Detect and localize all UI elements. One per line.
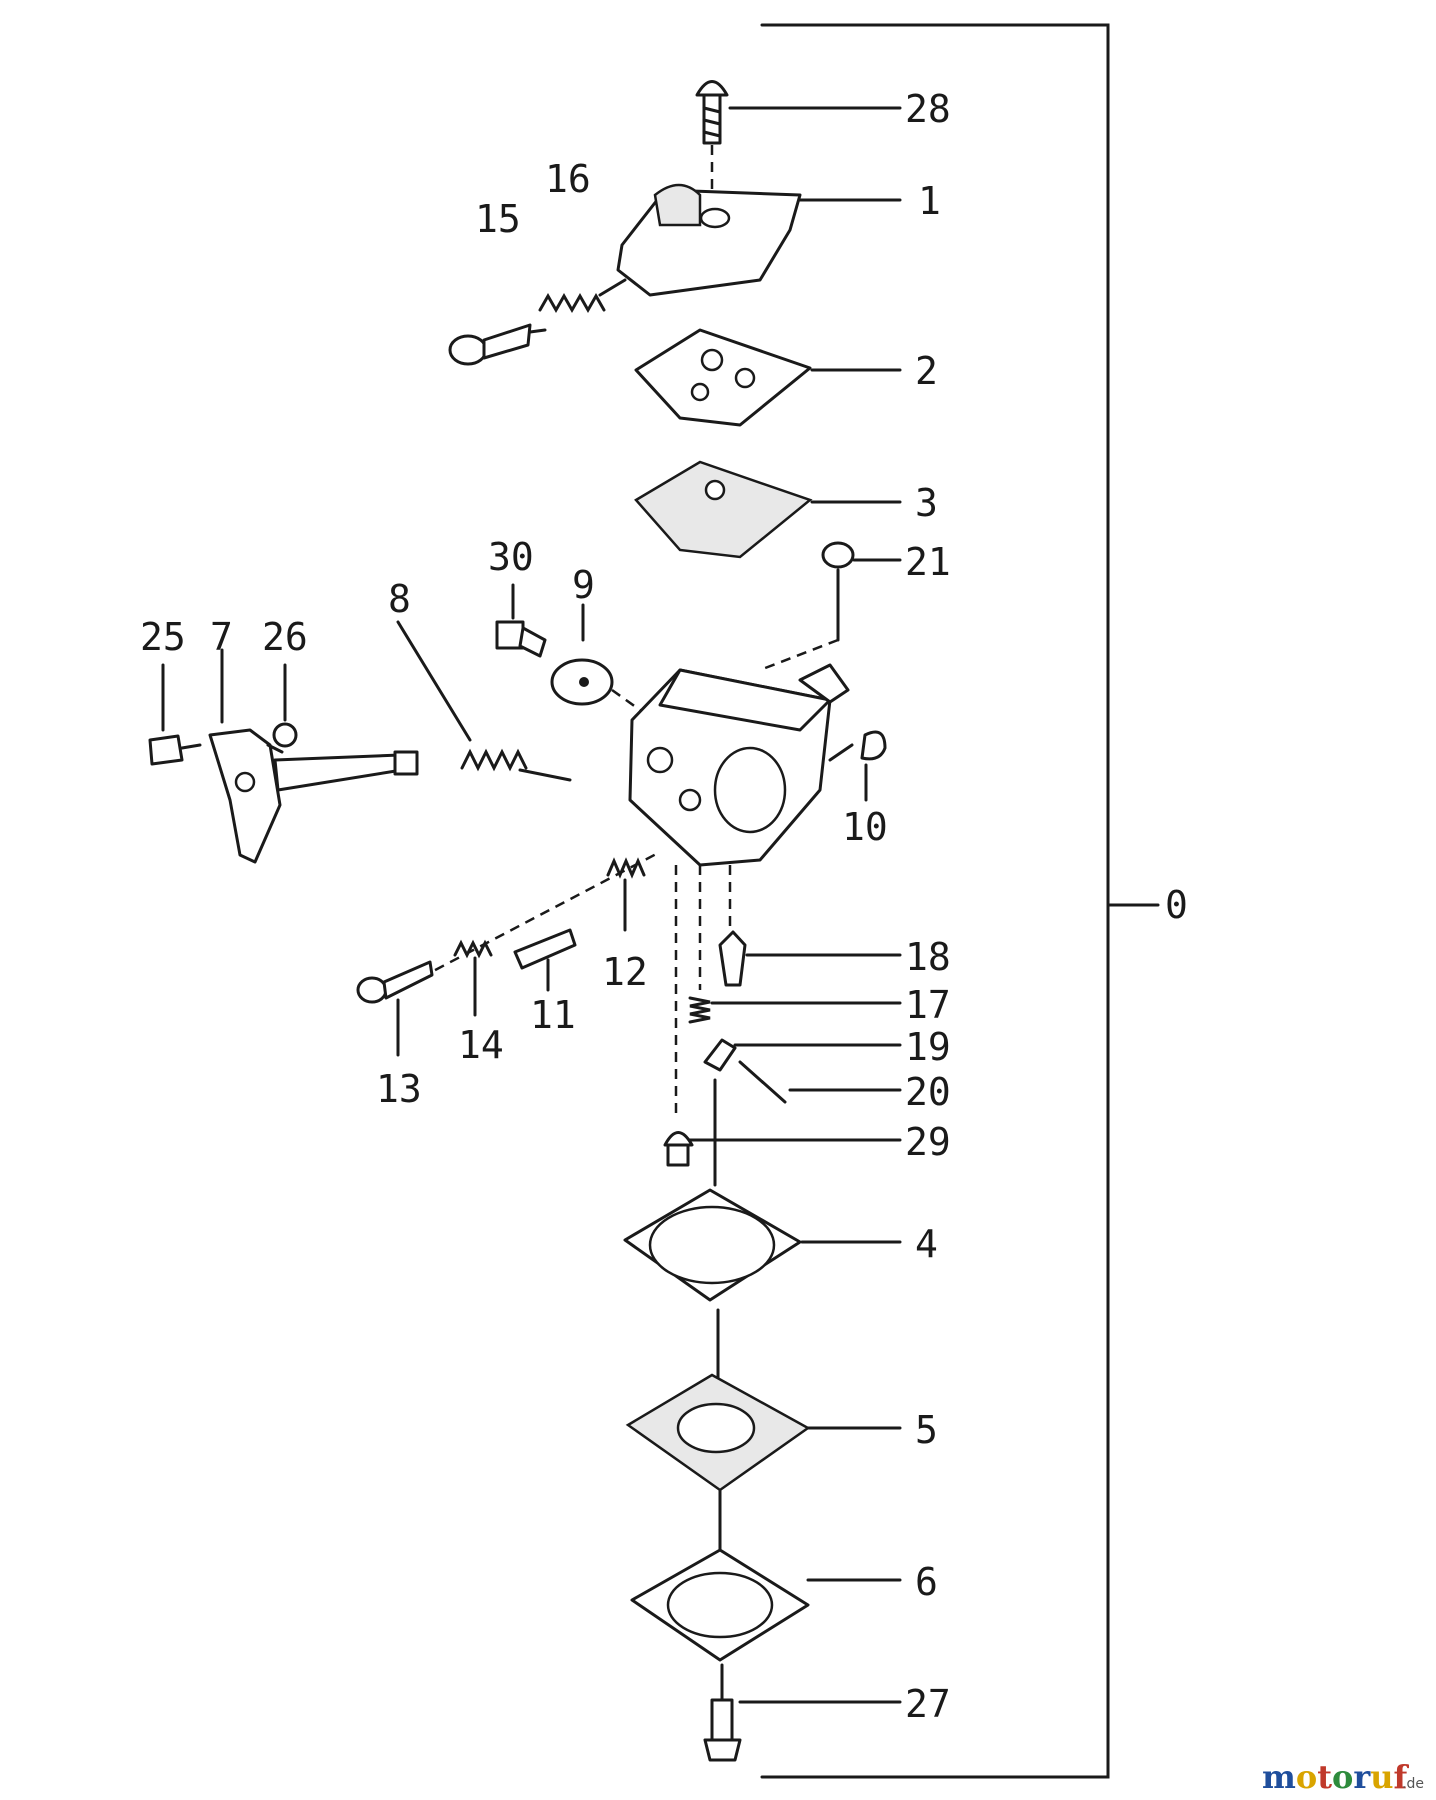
label-2: 2 bbox=[915, 349, 938, 393]
label-12: 12 bbox=[602, 950, 648, 994]
part-11-needle bbox=[513, 928, 577, 992]
part-3-diaphragm bbox=[634, 460, 902, 559]
part-12-spring bbox=[606, 857, 646, 932]
part-4-gasket bbox=[623, 1078, 902, 1302]
label-6: 6 bbox=[915, 1560, 938, 1604]
label-8: 8 bbox=[388, 577, 411, 621]
label-1: 1 bbox=[918, 179, 941, 223]
label-25: 25 bbox=[140, 615, 186, 659]
label-14: 14 bbox=[458, 1023, 504, 1067]
label-3: 3 bbox=[915, 481, 938, 525]
part-29-screw bbox=[663, 1131, 902, 1167]
part-6-cover-plate bbox=[630, 1488, 902, 1662]
part-7-throttle-lever bbox=[208, 648, 419, 864]
label-19: 19 bbox=[905, 1025, 951, 1069]
lower-dashed-links bbox=[674, 865, 732, 1120]
part-1-cover bbox=[616, 183, 902, 297]
label-9: 9 bbox=[572, 563, 595, 607]
assembly-label: 0 bbox=[1165, 883, 1188, 927]
label-27: 27 bbox=[905, 1682, 951, 1726]
label-26: 26 bbox=[262, 615, 308, 659]
part-5-pump-diaphragm bbox=[625, 1308, 902, 1492]
label-5: 5 bbox=[915, 1408, 938, 1452]
part-30-screw bbox=[495, 583, 547, 658]
label-28: 28 bbox=[905, 87, 951, 131]
part-18-needle-valve bbox=[718, 930, 902, 987]
part-14-spring bbox=[453, 939, 493, 1017]
part-25-clip bbox=[148, 663, 202, 766]
part-labels: 28 1 16 15 2 3 21 30 9 8 25 7 26 10 12 1… bbox=[140, 87, 1188, 1726]
label-30: 30 bbox=[488, 535, 534, 579]
label-20: 20 bbox=[905, 1070, 951, 1114]
assembly-bracket bbox=[760, 23, 1160, 1779]
watermark-logo: motoruf .de bbox=[1262, 1758, 1424, 1796]
label-16: 16 bbox=[545, 157, 591, 201]
label-29: 29 bbox=[905, 1120, 951, 1164]
label-13: 13 bbox=[376, 1067, 422, 1111]
part-20-pin bbox=[738, 1060, 902, 1104]
part-13-needle bbox=[356, 960, 434, 1057]
part-21-cap bbox=[759, 541, 902, 672]
label-11: 11 bbox=[530, 993, 576, 1037]
part-17-spring bbox=[688, 996, 902, 1024]
part-8-spring bbox=[396, 620, 572, 782]
label-10: 10 bbox=[842, 805, 888, 849]
carburetor-body bbox=[628, 663, 854, 867]
label-15: 15 bbox=[475, 197, 521, 241]
part-26-washer bbox=[266, 663, 298, 754]
part-16-spring bbox=[538, 278, 627, 314]
label-21: 21 bbox=[905, 540, 951, 584]
part-9-washer bbox=[550, 603, 641, 712]
part-28-screw bbox=[695, 80, 902, 195]
label-18: 18 bbox=[905, 935, 951, 979]
label-17: 17 bbox=[905, 983, 951, 1027]
label-7: 7 bbox=[210, 615, 233, 659]
part-2-gasket bbox=[634, 328, 902, 427]
label-4: 4 bbox=[915, 1222, 938, 1266]
part-15-screw bbox=[448, 323, 547, 366]
part-10-clip bbox=[860, 730, 887, 802]
watermark-brand: motoruf bbox=[1262, 1758, 1409, 1796]
watermark-tld: .de bbox=[1402, 1776, 1424, 1792]
part-19-lever bbox=[703, 1038, 902, 1072]
part-27-screw bbox=[703, 1663, 902, 1762]
